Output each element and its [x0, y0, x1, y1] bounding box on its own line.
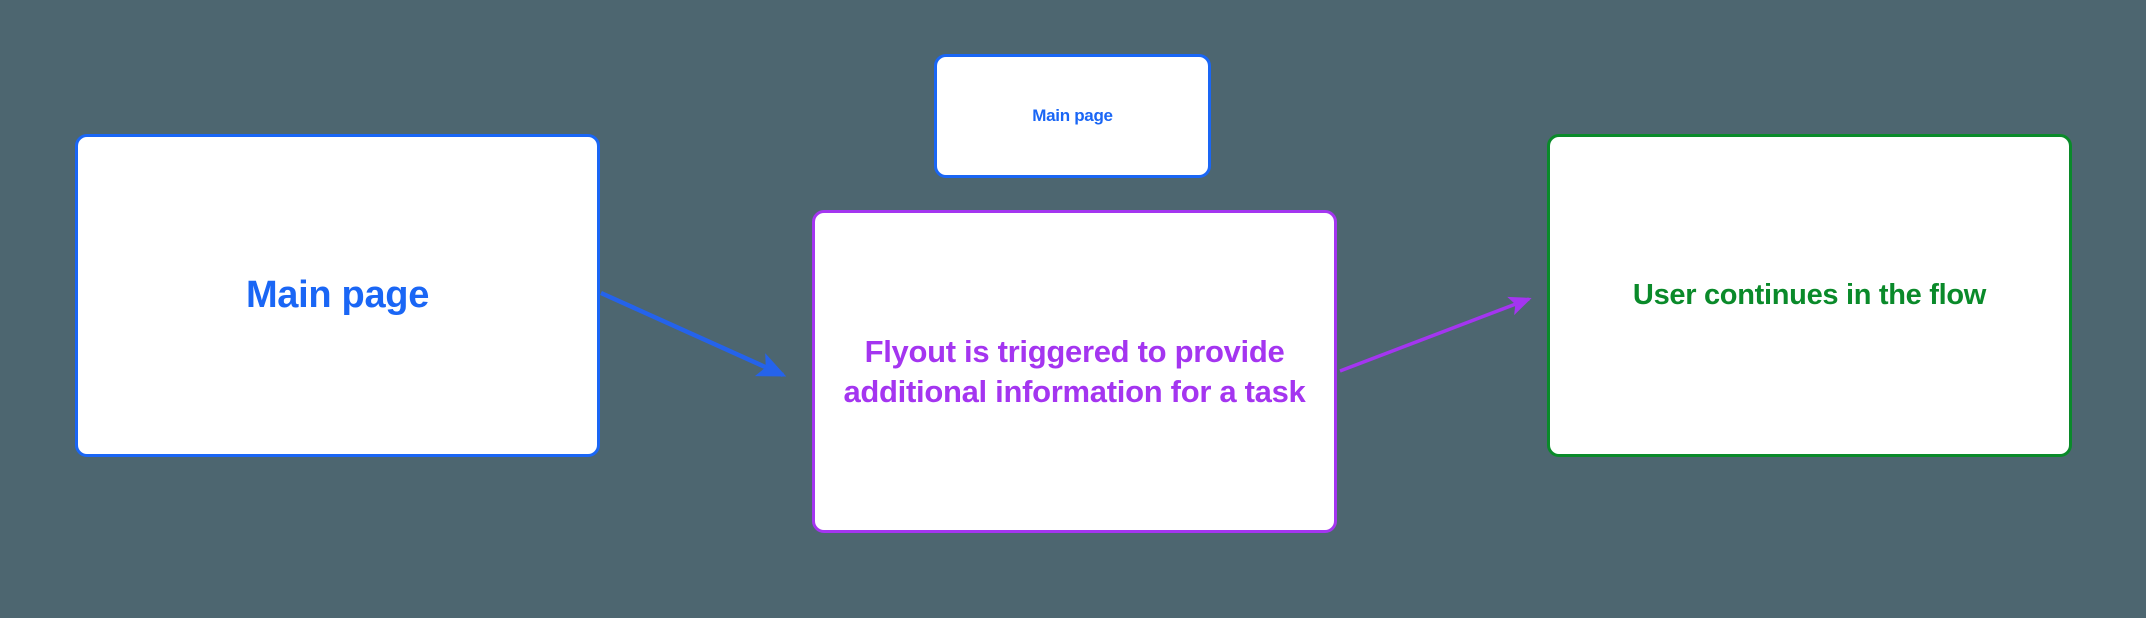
connector-flyout-to-user-continues: [1339, 296, 1532, 373]
node-user-continues[interactable]: User continues in the flow: [1547, 134, 2072, 457]
node-user-continues-label: User continues in the flow: [1632, 278, 1987, 311]
node-main-page-small[interactable]: Main page: [934, 54, 1211, 178]
node-main-page-large[interactable]: Main page: [75, 134, 600, 457]
node-main-page-large-label: Main page: [245, 274, 430, 317]
node-flyout-label: Flyout is triggered to provide additiona…: [843, 333, 1306, 409]
node-main-page-small-label: Main page: [1032, 106, 1113, 126]
connector-main-page-to-flyout: [600, 290, 787, 378]
node-flyout[interactable]: Flyout is triggered to provide additiona…: [812, 210, 1337, 533]
